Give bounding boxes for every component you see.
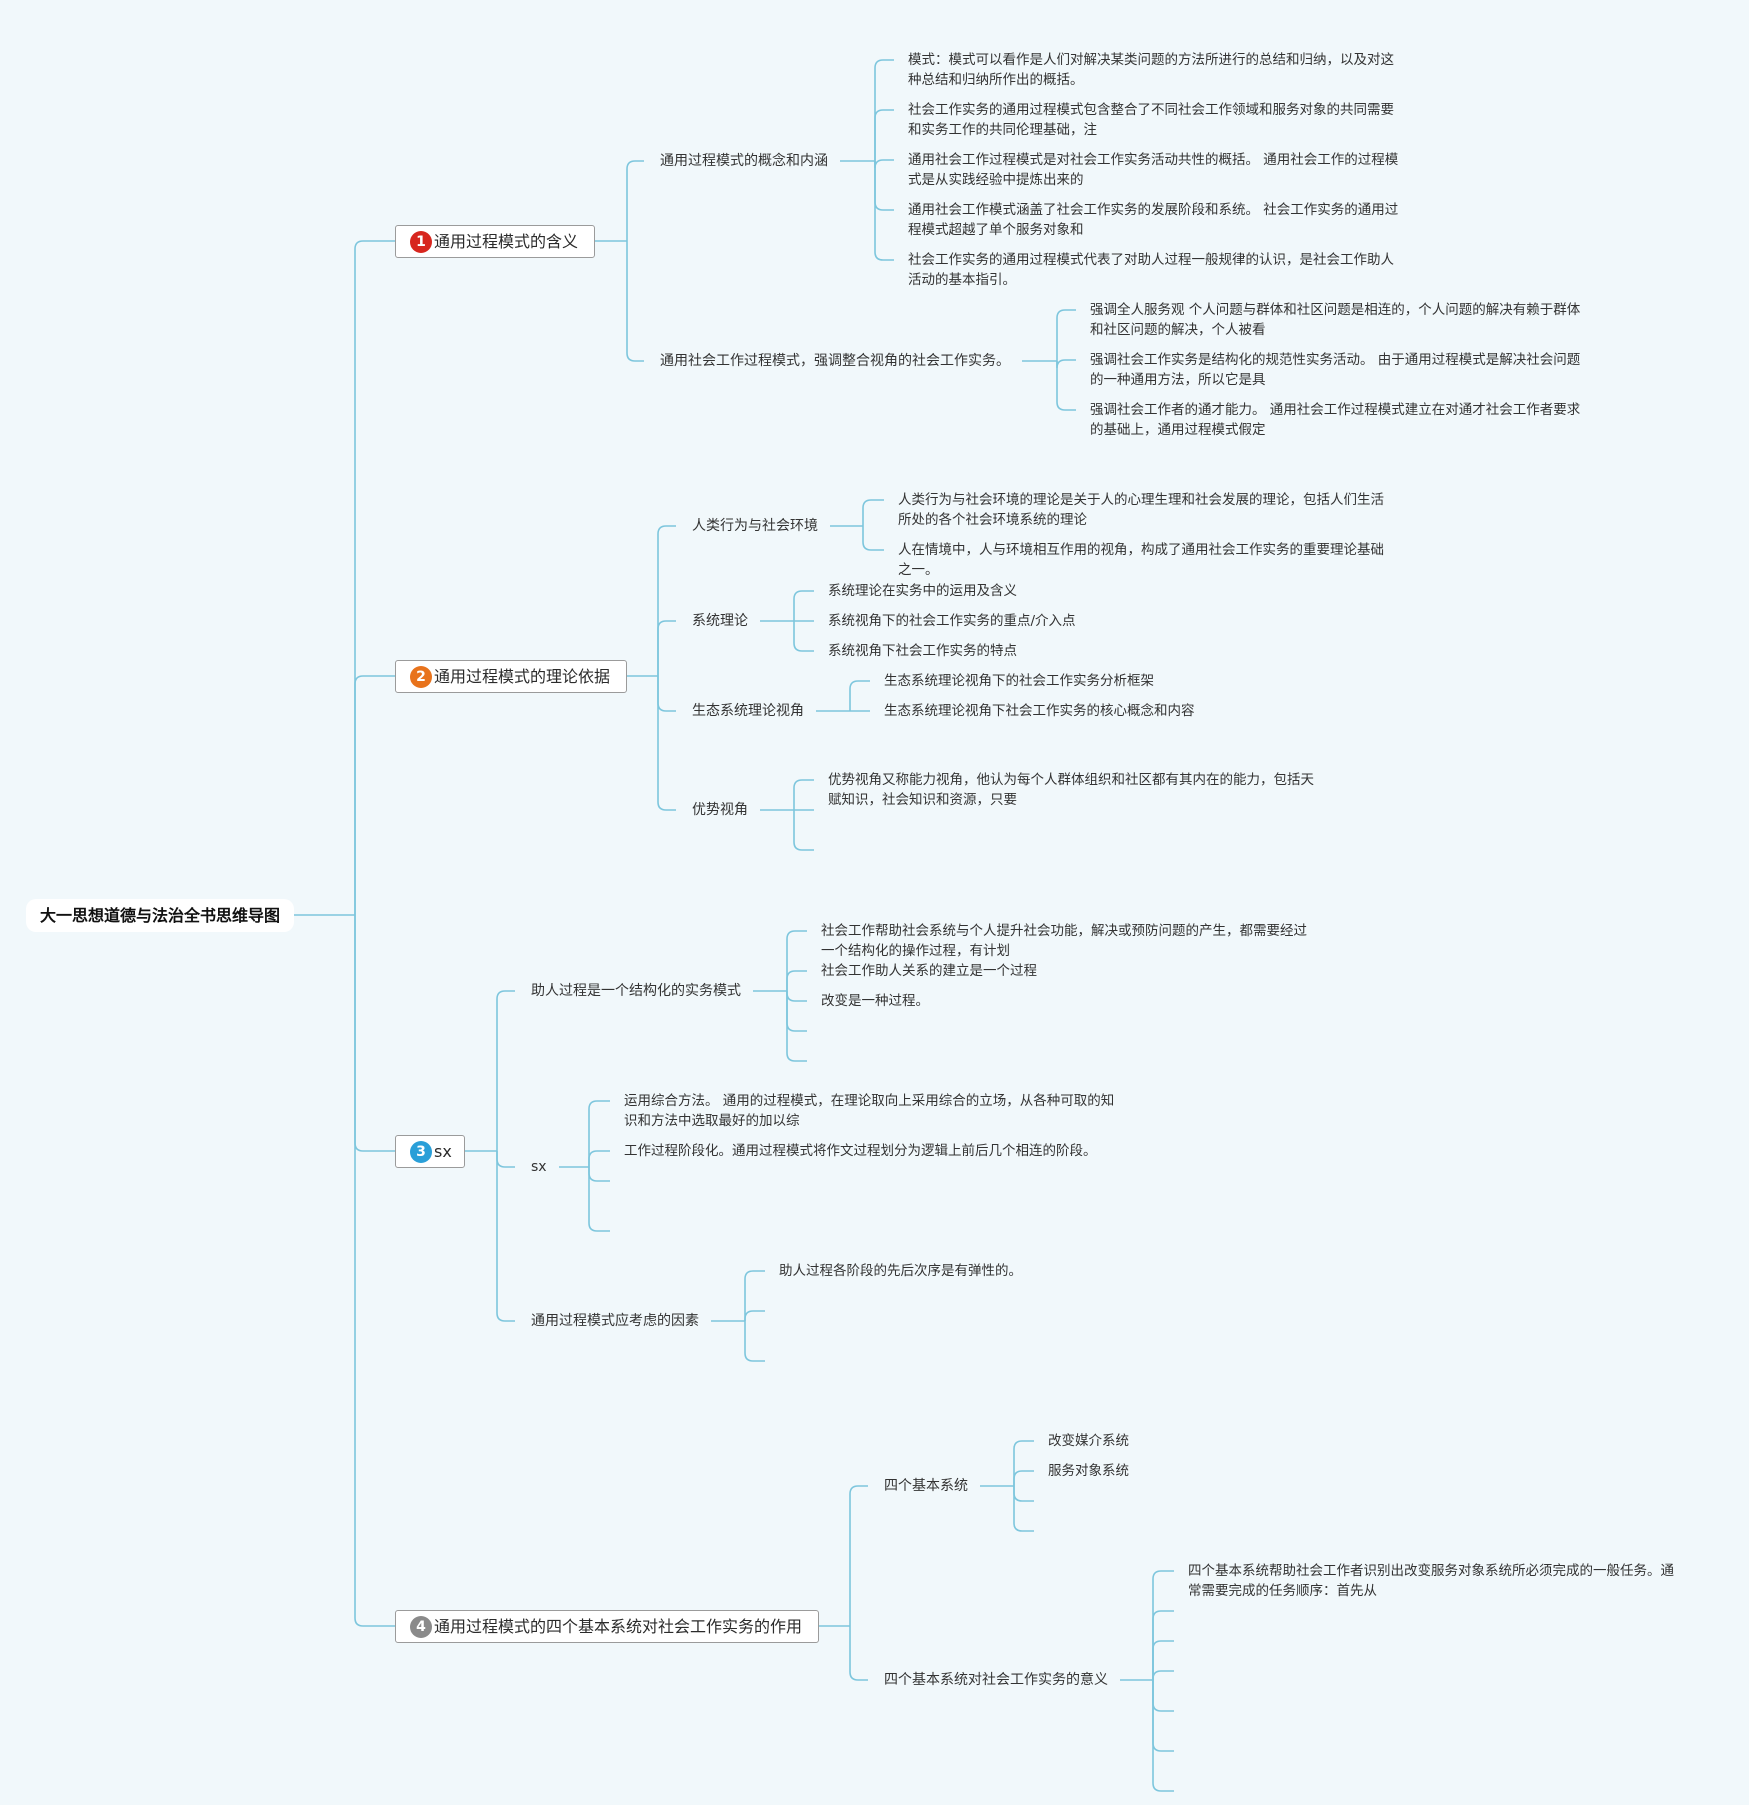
subtopic[interactable]: sx (531, 1159, 547, 1175)
subtopic-connector-branch (588, 1150, 610, 1167)
leaf-note[interactable]: 优势视角又称能力视角，他认为每个人群体组织和社区都有其内在的能力，包括天赋知识，… (828, 772, 1314, 808)
topic-3-connector-branch (496, 990, 515, 1151)
subtopic-connector-branch (588, 1100, 610, 1167)
leaf-note[interactable]: 改变媒介系统 (1048, 1433, 1129, 1449)
leaf-note[interactable]: 四个基本系统帮助社会工作者识别出改变服务对象系统所必须完成的一般任务。通常需要完… (1188, 1563, 1674, 1599)
leaf-note[interactable]: 人类行为与社会环境的理论是关于人的心理生理和社会发展的理论，包括人们生活所处的各… (898, 492, 1384, 528)
subtopic-connector-branch (793, 779, 814, 810)
subtopic-connector-branch (1152, 1640, 1174, 1680)
subtopic-connector-branch (786, 991, 807, 1062)
subtopic-connector-branch (793, 621, 814, 652)
subtopic-connector-branch (874, 161, 894, 261)
leaf-note[interactable]: 生态系统理论视角下社会工作实务的核心概念和内容 (884, 703, 1195, 719)
topic-2-connector-branch (657, 676, 676, 811)
root-connector-branch (354, 675, 395, 915)
subtopic[interactable]: 助人过程是一个结构化的实务模式 (531, 983, 741, 999)
leaf-note[interactable]: 系统视角下社会工作实务的特点 (828, 643, 1017, 659)
leaf-note[interactable]: 通用社会工作模式涵盖了社会工作实务的发展阶段和系统。 社会工作实务的通用过程模式… (908, 202, 1399, 238)
subtopic[interactable]: 生态系统理论视角 (692, 703, 804, 719)
subtopic-connector-branch (1013, 1486, 1034, 1532)
subtopic-connector-branch (786, 930, 807, 991)
leaf-note[interactable]: 服务对象系统 (1048, 1463, 1129, 1479)
subtopic-connector-branch (744, 1321, 765, 1362)
subtopic[interactable]: 人类行为与社会环境 (692, 518, 818, 534)
leaf-note[interactable]: 强调全人服务观 个人问题与群体和社区问题是相连的，个人问题的解决有赖于群体和社区… (1090, 302, 1581, 338)
leaf-note[interactable]: 系统视角下的社会工作实务的重点/介入点 (828, 613, 1076, 629)
subtopic-connector-branch (862, 526, 884, 551)
topic-number-badge: 1 (410, 231, 432, 253)
subtopic-connector-branch (793, 810, 814, 851)
leaf-note[interactable]: 改变是一种过程。 (821, 993, 929, 1009)
topic-4-connector-branch (849, 1485, 868, 1626)
leaf-note[interactable]: 助人过程各阶段的先后次序是有弹性的。 (779, 1263, 1022, 1279)
topic-label: 通用过程模式的理论依据 (434, 667, 611, 686)
subtopic-connector-branch (793, 590, 814, 621)
leaf-note[interactable]: 社会工作助人关系的建立是一个过程 (821, 963, 1037, 979)
subtopic-connector-branch (874, 109, 894, 161)
topic-number-badge: 2 (410, 666, 432, 688)
topic-1-connector-branch (626, 241, 644, 362)
leaf-note[interactable]: 强调社会工作者的通才能力。 通用社会工作过程模式建立在对通才社会工作者要求的基础… (1090, 402, 1581, 438)
subtopic[interactable]: 四个基本系统 (884, 1478, 968, 1494)
leaf-note[interactable]: 社会工作实务的通用过程模式包含整合了不同社会工作领域和服务对象的共同需要和实务工… (908, 102, 1394, 138)
subtopic-connector-branch (862, 499, 884, 526)
subtopic[interactable]: 通用社会工作过程模式，强调整合视角的社会工作实务。 (660, 353, 1010, 369)
topic-label: 通用过程模式的四个基本系统对社会工作实务的作用 (434, 1617, 803, 1636)
subtopic-connector-branch (849, 680, 870, 711)
subtopic-connector-branch (1152, 1670, 1174, 1680)
leaf-note[interactable]: 运用综合方法。 通用的过程模式，在理论取向上采用综合的立场，从各种可取的知识和方… (624, 1093, 1115, 1129)
topic-label: 通用过程模式的含义 (434, 232, 579, 251)
leaf-note[interactable]: 系统理论在实务中的运用及含义 (828, 583, 1017, 599)
leaf-note[interactable]: 人在情境中，人与环境相互作用的视角，构成了通用社会工作实务的重要理论基础之一。 (898, 542, 1384, 578)
leaf-note[interactable]: 模式：模式可以看作是人们对解决某类问题的方法所进行的总结和归纳，以及对这种总结和… (908, 52, 1394, 88)
root-node[interactable]: 大一思想道德与法治全书思维导图 (26, 899, 294, 932)
subtopic-connector-branch (874, 59, 894, 161)
topic-number-badge: 4 (410, 1616, 432, 1638)
subtopic-connector-branch (1152, 1570, 1174, 1680)
leaf-note[interactable]: 社会工作实务的通用过程模式代表了对助人过程一般规律的认识，是社会工作助人活动的基… (908, 252, 1394, 288)
subtopic-connector-branch (1013, 1470, 1034, 1486)
root-connector-branch (354, 240, 395, 915)
subtopic-connector-branch (588, 1167, 610, 1232)
subtopic[interactable]: 四个基本系统对社会工作实务的意义 (884, 1672, 1108, 1688)
subtopic-connector-branch (744, 1270, 765, 1321)
leaf-note[interactable]: 通用社会工作过程模式是对社会工作实务活动共性的概括。 通用社会工作的过程模式是从… (908, 152, 1399, 188)
leaf-note[interactable]: 社会工作帮助社会系统与个人提升社会功能，解决或预防问题的产生，都需要经过一个结构… (821, 923, 1307, 959)
subtopic-connector-branch (744, 1310, 765, 1321)
subtopic-connector-branch (786, 970, 807, 991)
topic-3-connector-branch (496, 1151, 515, 1322)
leaf-note[interactable]: 工作过程阶段化。通用过程模式将作文过程划分为逻辑上前后几个相连的阶段。 (624, 1143, 1097, 1159)
subtopic[interactable]: 通用过程模式应考虑的因素 (531, 1313, 699, 1329)
topic-label: sx (434, 1142, 452, 1161)
leaf-note[interactable]: 强调社会工作实务是结构化的规范性实务活动。 由于通用过程模式是解决社会问题的一种… (1090, 352, 1581, 388)
topic-4-connector-branch (849, 1626, 868, 1681)
topic-1-connector-branch (626, 160, 644, 241)
subtopic[interactable]: 系统理论 (692, 613, 748, 629)
subtopic-connector-branch (1152, 1680, 1174, 1792)
topic-2-connector-branch (657, 525, 676, 676)
subtopic-connector-branch (1152, 1610, 1174, 1680)
subtopic-connector-branch (1056, 309, 1076, 361)
subtopic-connector-branch (1013, 1440, 1034, 1486)
root-connector-branch (354, 915, 395, 1627)
subtopic-connector-branch (1056, 361, 1076, 411)
topic-2-connector-branch (657, 620, 676, 676)
subtopic[interactable]: 优势视角 (692, 802, 748, 818)
subtopic[interactable]: 通用过程模式的概念和内涵 (660, 153, 828, 169)
topic-number-badge: 3 (410, 1141, 432, 1163)
leaf-note[interactable]: 生态系统理论视角下的社会工作实务分析框架 (884, 673, 1154, 689)
